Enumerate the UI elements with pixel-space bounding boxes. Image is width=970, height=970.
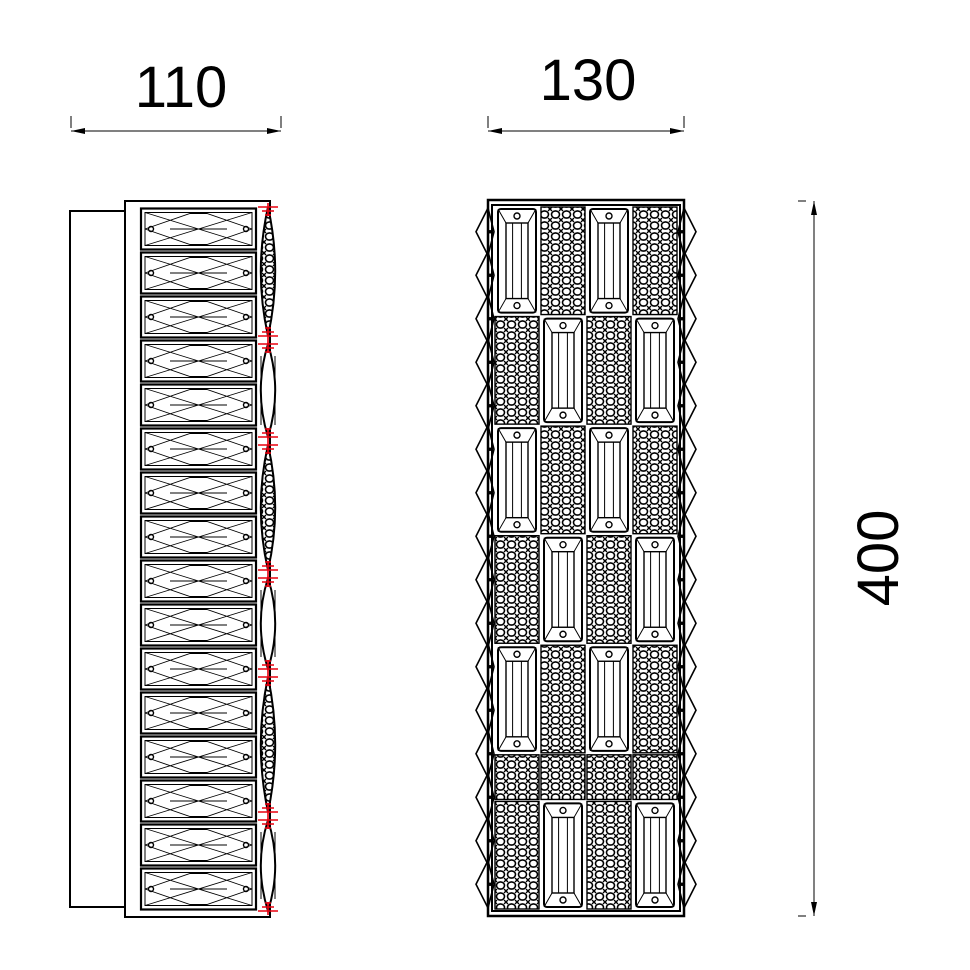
dim-arrow-left-icon: [488, 128, 502, 134]
side-crystal-bar: [139, 691, 258, 735]
mesh-crystal-cell: [586, 754, 632, 801]
side-crystal-bar: [139, 779, 258, 823]
front-crystal-grid: [494, 206, 678, 910]
front-inner-frame: [491, 204, 681, 912]
side-lens: [258, 441, 278, 574]
side-crystal-bar: [139, 867, 258, 911]
crystal-cell: [635, 802, 675, 908]
mesh-crystal-cell: [632, 425, 678, 535]
lens-clip-icon: [258, 673, 278, 686]
side-lens: [258, 340, 278, 441]
side-crystal-bar: [139, 383, 258, 427]
lens-clip-icon: [258, 441, 278, 454]
front-view: [475, 198, 697, 918]
side-view: [69, 200, 278, 918]
side-crystal-bar: [139, 295, 258, 339]
crystal-cell: [589, 427, 629, 533]
dimension-height: 400: [798, 200, 911, 917]
dim-label-400: 400: [846, 510, 911, 607]
mesh-crystal-cell: [540, 425, 586, 535]
side-lens: [258, 574, 278, 673]
side-crystal-bar: [139, 515, 258, 559]
mesh-crystal-cell: [494, 315, 540, 425]
side-crystal-bar: [139, 647, 258, 691]
side-lenses: [258, 203, 278, 915]
mesh-crystal-cell: [494, 800, 540, 910]
side-crystal-bar: [139, 207, 258, 251]
mesh-crystal-cell: [540, 206, 586, 316]
side-frame: [124, 200, 271, 918]
crystal-cell: [589, 208, 629, 314]
side-lens: [258, 816, 278, 915]
crystal-cell: [497, 427, 537, 533]
side-crystal-bar: [139, 735, 258, 779]
mesh-crystal-cell: [632, 206, 678, 316]
side-lens: [258, 203, 278, 340]
mesh-crystal-cell: [494, 754, 540, 801]
dim-arrow-left-icon: [71, 128, 85, 134]
crystal-cell: [543, 802, 583, 908]
mesh-crystal-cell: [540, 754, 586, 801]
crystal-cell: [543, 536, 583, 643]
side-lens: [258, 673, 278, 816]
mesh-crystal-cell: [586, 315, 632, 425]
dim-arrow-bottom-icon: [811, 902, 817, 916]
lens-clip-icon: [258, 428, 278, 441]
side-crystal-bar: [139, 559, 258, 603]
front-frame: [486, 198, 686, 918]
front-side-diamonds: [475, 205, 697, 911]
crystal-cell: [543, 317, 583, 424]
mesh-crystal-cell: [586, 534, 632, 644]
lens-clip-icon: [258, 803, 278, 816]
side-crystal-bar: [139, 603, 258, 647]
dimension-width-side: 110: [70, 55, 282, 134]
crystal-cell: [497, 208, 537, 314]
side-crystal-bar: [139, 339, 258, 383]
side-crystal-bars: [139, 207, 258, 911]
crystal-cell: [635, 317, 675, 424]
dim-label-130: 130: [540, 48, 637, 113]
dim-arrow-right-icon: [670, 128, 684, 134]
dim-label-110: 110: [135, 55, 227, 120]
dimension-width-front: 130: [487, 48, 685, 134]
mesh-crystal-cell: [494, 534, 540, 644]
mesh-crystal-cell: [586, 800, 632, 910]
lens-clip-icon: [258, 660, 278, 673]
lens-clip-icon: [258, 816, 278, 829]
mesh-crystal-cell: [632, 644, 678, 754]
lens-clip-icon: [258, 561, 278, 574]
lens-clip-icon: [258, 327, 278, 340]
side-crystal-bar: [139, 823, 258, 867]
crystal-cell: [497, 646, 537, 752]
lens-clip-icon: [258, 574, 278, 587]
side-crystal-bar: [139, 251, 258, 295]
mesh-crystal-cell: [540, 644, 586, 754]
dim-arrow-top-icon: [811, 201, 817, 215]
lens-clip-icon: [258, 902, 278, 915]
side-crystal-bar: [139, 427, 258, 471]
side-crystal-bar: [139, 471, 258, 515]
lens-clip-icon: [258, 203, 278, 216]
crystal-cell: [635, 536, 675, 643]
mesh-crystal-cell: [632, 754, 678, 801]
wall-backplate: [69, 210, 126, 908]
lens-clip-icon: [258, 340, 278, 353]
crystal-cell: [589, 646, 629, 752]
dim-arrow-right-icon: [267, 128, 281, 134]
